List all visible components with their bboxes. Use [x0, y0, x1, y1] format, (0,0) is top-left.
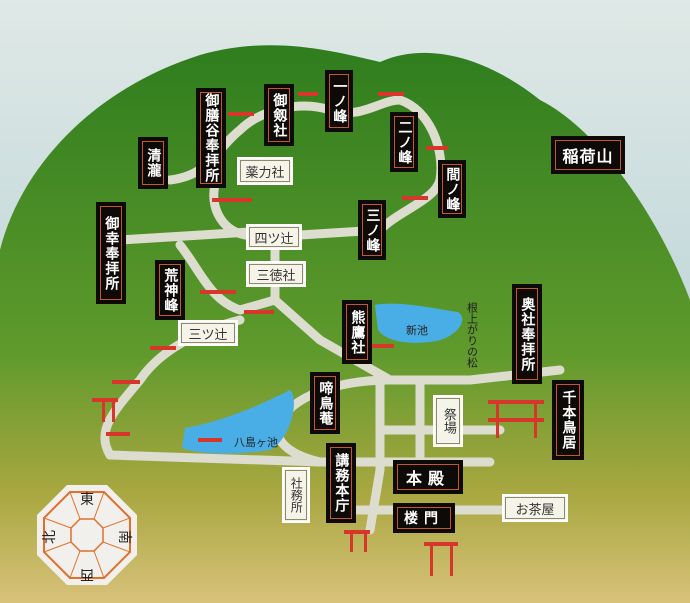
label-mitsutsuji: 三ツ辻 [178, 320, 238, 346]
compass-north: 北 [42, 530, 58, 544]
label-ochaya: お茶屋 [502, 494, 568, 522]
pond-yashimagaike [182, 390, 294, 454]
label-gozendani: 御膳谷奉拝所 [196, 88, 226, 188]
compass-east: 東 [80, 492, 94, 508]
label-teichouan: 啼鳥菴 [310, 372, 340, 434]
label-koumu: 講務本庁 [326, 443, 356, 523]
label-otsurugi: 御剱社 [264, 84, 294, 146]
compass-west: 西 [80, 566, 94, 582]
pond-shinike [375, 303, 463, 343]
compass-south: 南 [116, 530, 132, 544]
label-senbon-torii: 千本鳥居 [552, 380, 584, 460]
label-roumon: 楼門 [393, 503, 455, 533]
label-yakuriki: 薬力社 [237, 157, 293, 185]
label-ichinomine: 一ノ峰 [325, 70, 353, 132]
compass [37, 485, 137, 585]
label-mamine: 間ノ峰 [438, 160, 466, 218]
label-yotsutsuji: 四ツ辻 [246, 224, 302, 250]
text-shinike: 新池 [406, 324, 428, 337]
label-ninomine: 二ノ峰 [390, 112, 418, 172]
label-saijou: 祭場 [433, 395, 463, 447]
torii-gates [92, 92, 544, 576]
label-sannomine: 三ノ峰 [358, 200, 386, 260]
label-inariyama: 稲荷山 [551, 136, 625, 174]
text-yashimagaike: 八島ヶ池 [234, 436, 278, 449]
text-neagari-matsu: 根上がりの松 [465, 302, 479, 368]
label-kumataka: 熊鷹社 [342, 300, 372, 364]
label-koujinmine: 荒神峰 [155, 260, 185, 320]
label-gokou: 御幸奉拝所 [96, 202, 126, 304]
label-kiyotaki: 清瀧 [138, 137, 168, 189]
label-shamusho: 社務所 [282, 467, 310, 523]
label-okusha: 奥社奉拝所 [512, 284, 542, 384]
label-santoku: 三徳社 [246, 261, 306, 287]
label-honden: 本殿 [393, 460, 463, 494]
